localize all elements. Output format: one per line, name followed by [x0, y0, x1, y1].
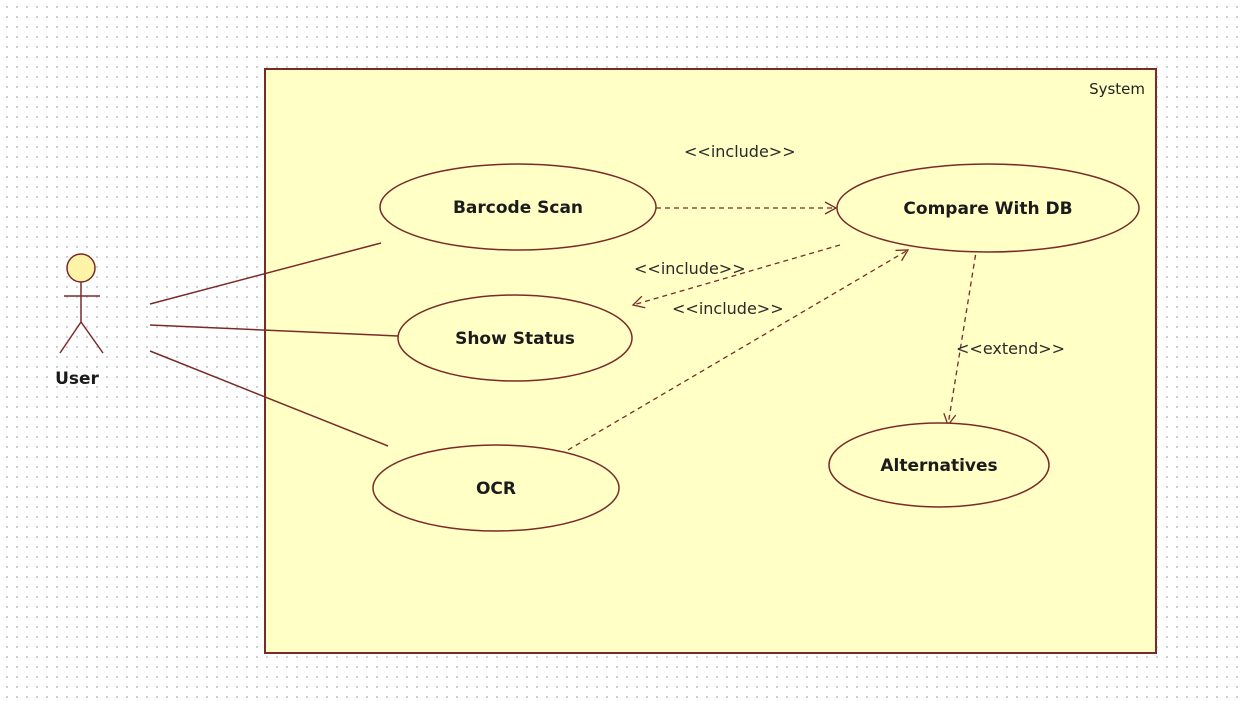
association-show-status: [149, 324, 399, 337]
use-case-compare-with-db-label: Compare With DB: [903, 199, 1072, 219]
actor-left-leg: [59, 321, 82, 354]
use-case-compare-with-db[interactable]: Compare With DB: [836, 163, 1140, 253]
actor-label: User: [55, 369, 99, 389]
use-case-show-status[interactable]: Show Status: [397, 294, 633, 382]
association-ocr: [149, 350, 389, 447]
use-case-ocr-label: OCR: [476, 479, 516, 499]
use-case-barcode-scan-label: Barcode Scan: [453, 198, 583, 218]
include-label-status: <<include>>: [634, 259, 746, 278]
use-case-alternatives-shape: [828, 422, 1050, 508]
use-case-ocr-shape: [372, 444, 620, 532]
actor-head: [66, 253, 96, 283]
extend-compare-to-alternatives: [943, 245, 978, 427]
use-case-barcode-scan[interactable]: Barcode Scan: [379, 163, 657, 251]
use-case-ocr[interactable]: OCR: [372, 444, 620, 532]
system-label: System: [1089, 80, 1145, 98]
actor-right-leg: [80, 321, 104, 354]
extend-label-alternatives: <<extend>>: [956, 339, 1065, 358]
include-label-barcode: <<include>>: [684, 142, 796, 161]
user-actor[interactable]: User: [55, 253, 104, 389]
include-ocr-to-compare: [567, 249, 910, 451]
include-label-ocr: <<include>>: [672, 299, 784, 318]
use-case-show-status-label: Show Status: [455, 329, 575, 349]
use-case-barcode-scan-shape: [379, 163, 657, 251]
use-case-alternatives-label: Alternatives: [880, 456, 997, 476]
association-barcode-scan: [149, 242, 382, 305]
use-case-show-status-shape: [397, 294, 633, 382]
use-case-alternatives[interactable]: Alternatives: [828, 422, 1050, 508]
use-case-compare-with-db-shape: [836, 163, 1140, 253]
